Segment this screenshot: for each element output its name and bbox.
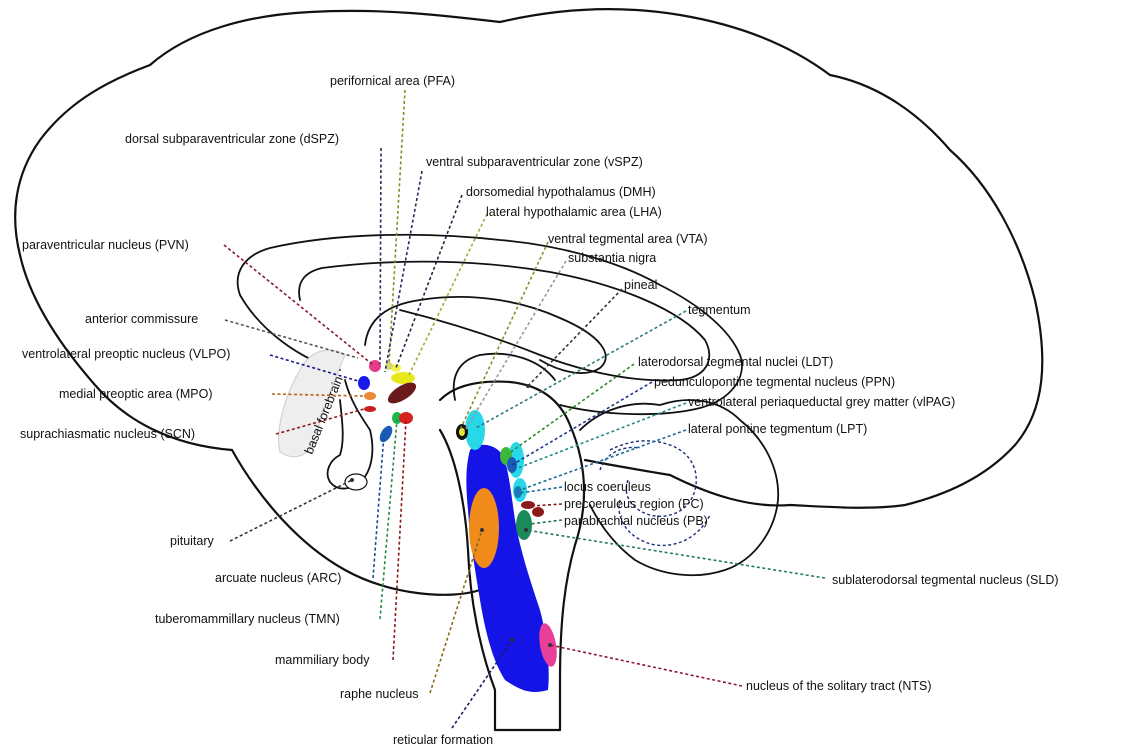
label-vlpo: ventrolateral preoptic nucleus (VLPO) — [22, 347, 230, 361]
lc-region — [514, 486, 522, 498]
leader-pineal — [528, 289, 622, 386]
dot-pituitary — [350, 478, 354, 482]
label-ldt: laterodorsal tegmental nuclei (LDT) — [638, 355, 833, 369]
leader-pb — [530, 520, 562, 524]
pvn-region — [369, 360, 381, 372]
leader-ac — [225, 320, 358, 358]
leader-substantia — [464, 261, 566, 432]
label-vlpag: ventrolateral periaqueductal grey matter… — [688, 395, 955, 409]
tegmentum-region — [465, 410, 485, 450]
leader-reticular — [452, 640, 512, 728]
leader-vspz — [385, 171, 422, 372]
leader-nts — [550, 645, 742, 686]
reticular-formation-region — [466, 445, 548, 692]
label-mammillary: mammiliary body — [275, 653, 370, 667]
scn-region — [364, 406, 376, 412]
dot-pineal — [526, 384, 530, 388]
label-pineal: pineal — [624, 278, 657, 292]
leader-arc — [373, 434, 384, 578]
label-ppn: pedunculopontine tegmental nucleus (PPN) — [654, 375, 895, 389]
label-tegmentum: tegmentum — [688, 303, 751, 317]
label-pc: precoeruleus region (PC) — [564, 497, 704, 511]
label-dspz: dorsal subparaventricular zone (dSPZ) — [125, 132, 339, 146]
dot-reticular — [510, 638, 514, 642]
leader-sld — [526, 530, 825, 578]
leader-pc — [532, 504, 562, 506]
label-arc: arcuate nucleus (ARC) — [215, 571, 341, 585]
label-lpt: lateral pontine tegmentum (LPT) — [688, 422, 867, 436]
label-reticular: reticular formation — [393, 733, 493, 747]
pc-region-2 — [532, 507, 544, 517]
mpo-region — [364, 392, 376, 400]
dot-nts — [548, 643, 552, 647]
label-ac: anterior commissure — [85, 312, 198, 326]
leader-dmh — [396, 195, 462, 368]
label-pb: parabrachial nucleus (PB) — [564, 514, 708, 528]
leader-pituitary — [230, 480, 352, 541]
label-vspz: ventral subparaventricular zone (vSPZ) — [426, 155, 643, 169]
leader-mammillary — [393, 420, 406, 660]
arc-region — [377, 424, 395, 445]
lha-region — [391, 372, 415, 384]
label-mpo: medial preoptic area (MPO) — [59, 387, 213, 401]
label-lha: lateral hypothalamic area (LHA) — [486, 205, 662, 219]
leader-dspz — [380, 148, 381, 364]
label-pituitary: pituitary — [170, 534, 215, 548]
label-pvn: paraventricular nucleus (PVN) — [22, 238, 189, 252]
leader-pfa — [389, 90, 405, 364]
pb-region — [516, 510, 532, 540]
label-tmn: tuberomammillary nucleus (TMN) — [155, 612, 340, 626]
label-lc: locus coeruleus — [564, 480, 651, 494]
dot-sld — [524, 528, 528, 532]
dot-raphe — [480, 528, 484, 532]
label-pfa: perifornical area (PFA) — [330, 74, 455, 88]
label-nts: nucleus of the solitary tract (NTS) — [746, 679, 931, 693]
ppn-region — [507, 457, 517, 473]
vlpo-region — [358, 376, 370, 390]
label-dmh: dorsomedial hypothalamus (DMH) — [466, 185, 656, 199]
label-substantia: substantia nigra — [568, 251, 656, 265]
leader-ppn — [512, 382, 652, 465]
label-vta: ventral tegmental area (VTA) — [548, 232, 708, 246]
label-sld: sublaterodorsal tegmental nucleus (SLD) — [832, 573, 1059, 587]
pc-region — [521, 501, 535, 509]
label-scn: suprachiasmatic nucleus (SCN) — [20, 427, 195, 441]
label-raphe: raphe nucleus — [340, 687, 419, 701]
